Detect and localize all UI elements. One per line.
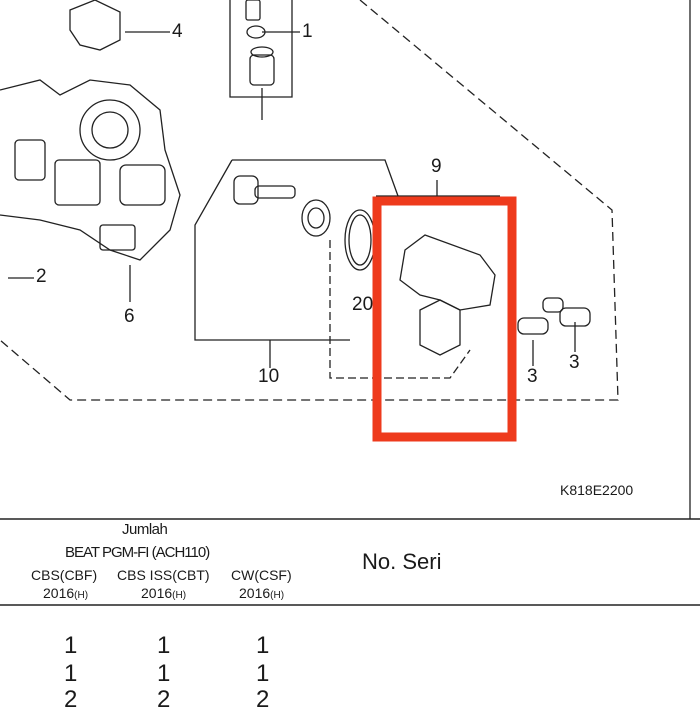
variant-year: 2016(H): [43, 585, 88, 601]
year-suffix: (H): [74, 590, 89, 601]
year-suffix: (H): [270, 590, 285, 601]
year-suffix: (H): [172, 590, 187, 601]
callout-10: 10: [258, 366, 280, 387]
year: 2016: [43, 585, 75, 601]
variant-name: CBS ISS(CBT): [117, 567, 210, 583]
qty-cell: 2: [256, 686, 270, 713]
highlight-box: [372, 196, 517, 442]
callout-1: 1: [302, 21, 313, 42]
qty-cell: 1: [64, 660, 78, 687]
year: 2016: [141, 585, 173, 601]
callout-2: 2: [36, 266, 47, 287]
callout-4: 4: [172, 21, 183, 42]
qty-cell: 2: [64, 686, 78, 713]
variant-name: CW(CSF): [231, 567, 292, 583]
callout-6: 6: [124, 306, 135, 327]
model-name: BEAT PGM-FI (ACH110): [65, 544, 210, 561]
qty-cell: 2: [157, 686, 171, 713]
callout-20: 20: [352, 294, 374, 315]
quantity-header: Jumlah: [122, 521, 168, 538]
callout-3b: 3: [569, 352, 580, 373]
qty-cell: 1: [256, 632, 270, 659]
serial-header: No. Seri: [362, 549, 442, 574]
year: 2016: [239, 585, 271, 601]
qty-cell: 1: [157, 660, 171, 687]
variant-year: 2016(H): [141, 585, 186, 601]
callout-9: 9: [431, 156, 442, 177]
variant-year: 2016(H): [239, 585, 284, 601]
qty-cell: 1: [157, 632, 171, 659]
callout-3a: 3: [527, 366, 538, 387]
qty-cell: 1: [256, 660, 270, 687]
qty-cell: 1: [64, 632, 78, 659]
diagram-code: K818E2200: [560, 482, 634, 498]
variant-name: CBS(CBF): [31, 567, 98, 583]
